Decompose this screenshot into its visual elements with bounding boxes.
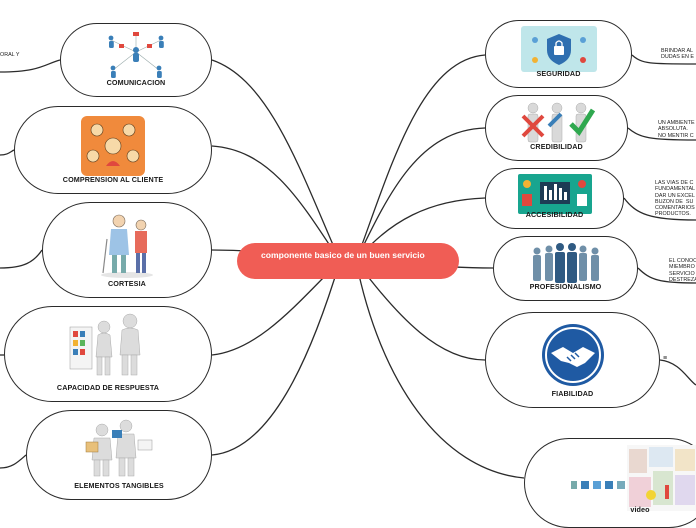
note-seguridad[interactable]: BRINDAR AL DUDAS EN E [661,48,694,61]
node-label: COMPRENSION AL CLIENTE [62,175,164,184]
node-accesibilidad[interactable]: ACCESIBILIDAD [485,168,624,229]
people-faces-icon [81,116,145,176]
node-fiabilidad[interactable]: FIABILIDAD [485,312,660,408]
note-accesibilidad[interactable]: LAS VIAS DE C FUNDAMENTAL DAR UN EXCEL B… [655,180,696,218]
node-label: ACCESIBILIDAD [525,210,584,219]
helping-elderly-icon [101,214,153,278]
note-profesionalismo[interactable]: EL CONOC MIEMBRO SERVICIO DESTREZA [669,258,696,283]
video-thumbnails-icon [571,445,696,511]
node-comunicacion[interactable]: COMUNICACION [60,23,212,97]
handshake-icon [541,324,604,386]
node-cortesia[interactable]: CORTESIA [42,202,212,298]
note-credibilidad[interactable]: UN AMBIENTE ABSOLUTA. NO MENTIR C [658,120,695,139]
note-comunicacion[interactable]: ORAL Y [0,52,20,58]
node-video[interactable]: video [524,438,696,528]
figures-with-boxes-icon [85,419,153,477]
node-credibilidad[interactable]: CREDIBILIDAD [485,95,628,161]
node-profesionalismo[interactable]: PROFESIONALISMO [493,236,638,301]
node-label: SEGURIDAD [536,69,581,78]
node-label: CREDIBILIDAD [530,142,583,151]
node-label: video [630,505,650,514]
node-capacidad-de-respuesta[interactable]: CAPACIDAD DE RESPUESTA [4,306,212,402]
note-fiabilidad[interactable]: ≡ [663,355,668,362]
central-topic-text: componente basico de un buen servicio [261,250,425,260]
node-label: COMUNICACION [106,78,166,87]
node-label: ELEMENTOS TANGIBLES [74,481,164,490]
node-elementos-tangibles[interactable]: ELEMENTOS TANGIBLES [26,410,212,500]
node-label: CAPACIDAD DE RESPUESTA [56,383,160,392]
accessibility-tech-icon [517,174,592,214]
node-comprension-al-cliente[interactable]: COMPRENSION AL CLIENTE [14,106,212,194]
business-crowd-icon [532,243,599,283]
node-label: CORTESIA [108,279,146,288]
check-cross-figures-icon [521,102,595,143]
figure-pushing-chart-icon [69,313,141,376]
node-label: FIABILIDAD [551,389,594,398]
central-topic[interactable]: componente basico de un buen servicio [237,243,459,279]
node-seguridad[interactable]: SEGURIDAD [485,20,632,88]
shield-lock-icon [520,26,597,72]
node-label: PROFESIONALISMO [529,282,602,291]
network-people-icon [108,32,164,78]
